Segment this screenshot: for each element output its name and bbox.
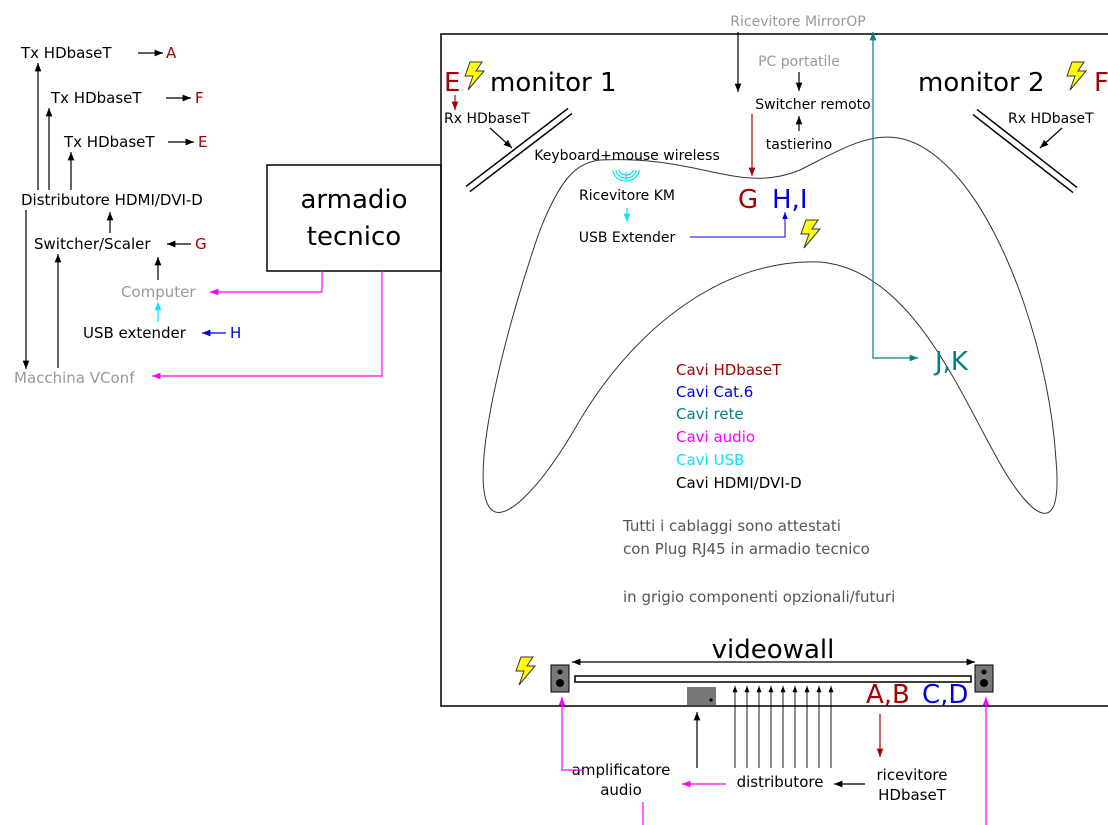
computer-label: Computer <box>121 283 196 301</box>
distributore-hdmi-label: Distributore HDMI/DVI-D <box>21 191 203 209</box>
ricevitore-km-label: Ricevitore KM <box>579 188 675 204</box>
tastierino-label: tastierino <box>766 137 832 153</box>
tx-f-target: F <box>195 89 204 107</box>
tx-e-target: E <box>198 133 207 151</box>
switcher-scaler-label: Switcher/Scaler <box>34 235 151 253</box>
note-line2: con Plug RJ45 in armadio tecnico <box>623 540 870 558</box>
usb-extender-room-label: USB Extender <box>579 230 676 246</box>
tag-jk: J,K <box>933 347 969 377</box>
monitor1-tag-e: E <box>444 68 460 98</box>
legend-audio: Cavi audio <box>676 428 755 446</box>
amplificatore-line2: audio <box>600 781 642 799</box>
left-chain: Tx HDbaseT A Tx HDbaseT F Tx HDbaseT E D… <box>14 44 241 387</box>
tx-hdbaset-a-label: Tx HDbaseT <box>20 44 112 62</box>
monitor2-power-icon <box>1066 61 1087 91</box>
armadio-tecnico: armadio tecnico <box>152 164 442 380</box>
legend-cat6: Cavi Cat.6 <box>676 383 753 401</box>
videowall-screen <box>574 675 972 683</box>
ricevitore-line1: ricevitore <box>877 766 948 784</box>
speaker-left <box>550 664 570 693</box>
tag-cd: C,D <box>922 680 968 710</box>
tx-hdbaset-e-label: Tx HDbaseT <box>63 133 155 151</box>
switcher-g-input: G <box>195 235 207 253</box>
usb-extender-label: USB extender <box>83 324 187 342</box>
monitor1-label: monitor 1 <box>490 68 617 98</box>
macchina-vconf-label: Macchina VConf <box>14 369 135 387</box>
monitor1-rx-label: Rx HDbaseT <box>444 111 530 127</box>
distributore-label: distributore <box>737 773 824 791</box>
ricevitore-mirrorop-label: Ricevitore MirrorOP <box>730 14 865 30</box>
keyboard-mouse-label: Keyboard+mouse wireless <box>534 148 719 164</box>
armadio-line2: tecnico <box>307 222 401 252</box>
monitor2-tag-f: F <box>1094 68 1108 98</box>
videowall-label: videowall <box>712 635 835 665</box>
speaker-right <box>974 664 994 693</box>
legend-hdmi: Cavi HDMI/DVI-D <box>676 474 802 492</box>
bottom-equipment: amplificatore audio distributore ricevit… <box>558 686 990 825</box>
monitor-1-screen <box>465 107 573 193</box>
room: E monitor 1 Rx HDbaseT monitor 2 F Rx HD… <box>440 14 1108 710</box>
ricevitore-line2: HDbaseT <box>878 786 947 804</box>
tag-g: G <box>738 185 758 215</box>
amplifier-box <box>687 687 716 705</box>
armadio-line1: armadio <box>300 185 407 215</box>
wireless-icon <box>612 169 640 182</box>
switcher-remoto-label: Switcher remoto <box>755 97 870 113</box>
note-line3: in grigio componenti opzionali/futuri <box>623 588 895 606</box>
monitor2-label: monitor 2 <box>918 68 1045 98</box>
legend-usb: Cavi USB <box>676 451 744 469</box>
cable-legend: Cavi HDbaseT Cavi Cat.6 Cavi rete Cavi a… <box>676 361 802 492</box>
table-power-icon <box>800 219 821 249</box>
legend-hdbaset: Cavi HDbaseT <box>676 361 782 379</box>
tag-hi: H,I <box>772 185 807 215</box>
tx-hdbaset-f-label: Tx HDbaseT <box>50 89 142 107</box>
tag-ab: A,B <box>866 680 910 710</box>
monitor2-rx-label: Rx HDbaseT <box>1008 111 1094 127</box>
conference-table <box>482 136 1058 514</box>
videowall-power-icon <box>515 656 536 686</box>
usb-h-input: H <box>230 324 241 342</box>
note-line1: Tutti i cablaggi sono attestati <box>622 517 841 535</box>
legend-rete: Cavi rete <box>676 405 744 423</box>
pc-portatile-label: PC portatile <box>758 54 840 70</box>
monitor-2-screen <box>972 108 1078 194</box>
monitor1-power-icon <box>464 61 485 91</box>
distributore-feeds <box>732 686 834 768</box>
amplificatore-line1: amplificatore <box>572 761 671 779</box>
tx-a-target: A <box>166 44 177 62</box>
